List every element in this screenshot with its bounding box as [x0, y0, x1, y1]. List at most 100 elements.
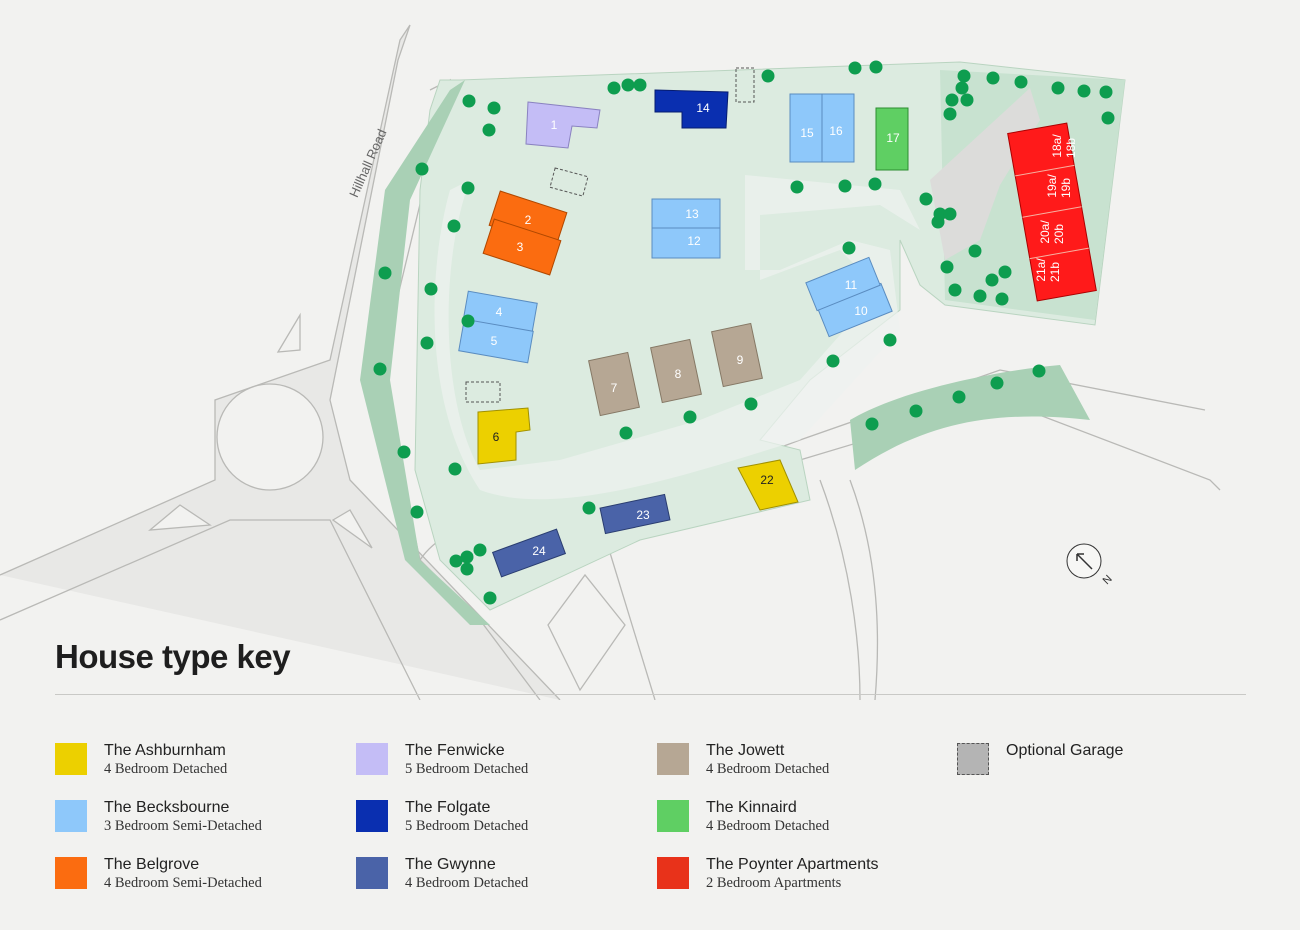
svg-text:23: 23: [636, 508, 650, 522]
svg-text:20a/: 20a/: [1038, 220, 1052, 244]
optional-garages: [465, 67, 755, 403]
svg-text:24: 24: [532, 544, 546, 558]
house-type-name: The Kinnaird: [706, 799, 797, 816]
house-type-description: 5 Bedroom Detached: [405, 761, 529, 777]
plot-17[interactable]: 17: [875, 107, 909, 171]
north-compass: N: [1066, 543, 1115, 587]
plot-13[interactable]: 13: [651, 198, 721, 229]
svg-text:8: 8: [675, 367, 682, 381]
tree-icon: [607, 81, 621, 95]
tree-icon: [1051, 81, 1065, 95]
plot-8[interactable]: 8: [650, 338, 702, 404]
tree-icon: [985, 273, 999, 287]
tree-icon: [842, 241, 856, 255]
tree-icon: [826, 354, 840, 368]
house-type-key-title: House type key: [55, 638, 291, 675]
svg-text:18b: 18b: [1064, 138, 1078, 158]
color-swatch: [55, 800, 87, 832]
tree-icon: [909, 404, 923, 418]
tree-icon: [948, 283, 962, 297]
tree-icon: [952, 390, 966, 404]
tree-icon: [460, 550, 474, 564]
plot-6[interactable]: 6: [477, 407, 531, 465]
key-item: Optional Garage: [957, 741, 1123, 775]
plot-23[interactable]: 23: [599, 493, 671, 535]
plot-12[interactable]: 12: [651, 227, 721, 259]
house-type-name: The Becksbourne: [104, 799, 230, 816]
color-swatch: [657, 800, 689, 832]
tree-icon: [955, 81, 969, 95]
key-item: The Jowett 4 Bedroom Detached: [657, 741, 829, 779]
tree-icon: [838, 179, 852, 193]
color-swatch: [356, 743, 388, 775]
tree-icon: [957, 69, 971, 83]
tree-icon: [790, 180, 804, 194]
house-type-name: The Poynter Apartments: [706, 856, 879, 873]
plot-10[interactable]: 10: [817, 282, 893, 338]
plot-7[interactable]: 7: [588, 351, 640, 417]
site-plan-map: 1 2 3 4 5 6 7 8 9 10 11 12 13 14 15 16 1…: [0, 24, 1221, 700]
plot-3[interactable]: 3: [482, 218, 562, 276]
svg-text:N: N: [1101, 573, 1115, 587]
tree-icon: [619, 426, 633, 440]
tree-icon: [933, 207, 947, 221]
tree-icon: [473, 543, 487, 557]
house-type-description: 4 Bedroom Detached: [104, 761, 228, 777]
house-type-name: The Folgate: [405, 799, 491, 816]
color-swatch: [356, 857, 388, 889]
tree-icon: [1014, 75, 1028, 89]
color-swatch: [657, 857, 689, 889]
color-swatch: [55, 743, 87, 775]
svg-text:18a/: 18a/: [1050, 134, 1064, 158]
house-type-description: 4 Bedroom Semi-Detached: [104, 875, 262, 891]
svg-text:19b: 19b: [1059, 178, 1073, 198]
svg-text:5: 5: [491, 334, 498, 348]
tree-icon: [621, 78, 635, 92]
plot-14[interactable]: 14: [654, 89, 729, 129]
house-type-name: The Ashburnham: [104, 742, 226, 759]
plot-22[interactable]: 22: [737, 459, 799, 511]
tree-icon: [986, 71, 1000, 85]
house-type-name: The Jowett: [706, 742, 785, 759]
plot-15[interactable]: 15: [789, 93, 823, 163]
tree-icon: [848, 61, 862, 75]
tree-icon: [1101, 111, 1115, 125]
svg-text:17: 17: [886, 131, 900, 145]
color-swatch: [356, 800, 388, 832]
tree-icon: [462, 94, 476, 108]
tree-icon: [919, 192, 933, 206]
tree-icon: [633, 78, 647, 92]
tree-icon: [373, 362, 387, 376]
tree-icon: [1077, 84, 1091, 98]
plot-5[interactable]: 5: [458, 318, 534, 364]
svg-text:15: 15: [800, 126, 814, 140]
tree-icon: [461, 314, 475, 328]
house-type-description: 3 Bedroom Semi-Detached: [104, 818, 262, 834]
poynter-apartments-block[interactable]: 18a/ 18b 19a/ 19b 20a/ 20b 21a/ 21b: [1007, 122, 1097, 302]
plot-24[interactable]: 24: [491, 528, 567, 578]
tree-icon: [990, 376, 1004, 390]
tree-icon: [960, 93, 974, 107]
plot-9[interactable]: 9: [711, 322, 763, 388]
house-type-description: 4 Bedroom Detached: [706, 761, 830, 777]
plot-1[interactable]: 1: [525, 101, 601, 149]
tree-icon: [995, 292, 1009, 306]
tree-icon: [869, 60, 883, 74]
tree-icon: [482, 123, 496, 137]
plot-16[interactable]: 16: [821, 93, 855, 163]
tree-icon: [420, 336, 434, 350]
svg-text:20b: 20b: [1052, 224, 1066, 244]
tree-icon: [410, 505, 424, 519]
plot-11[interactable]: 11: [805, 256, 881, 312]
house-type-name: The Fenwicke: [405, 742, 505, 759]
tree-icon: [461, 181, 475, 195]
svg-text:21b: 21b: [1048, 262, 1062, 282]
tree-icon: [943, 207, 957, 221]
svg-text:22: 22: [760, 473, 774, 487]
color-swatch: [55, 857, 87, 889]
svg-text:6: 6: [493, 430, 500, 444]
tree-icon: [744, 397, 758, 411]
tree-icon: [968, 244, 982, 258]
trees: [373, 60, 1115, 605]
